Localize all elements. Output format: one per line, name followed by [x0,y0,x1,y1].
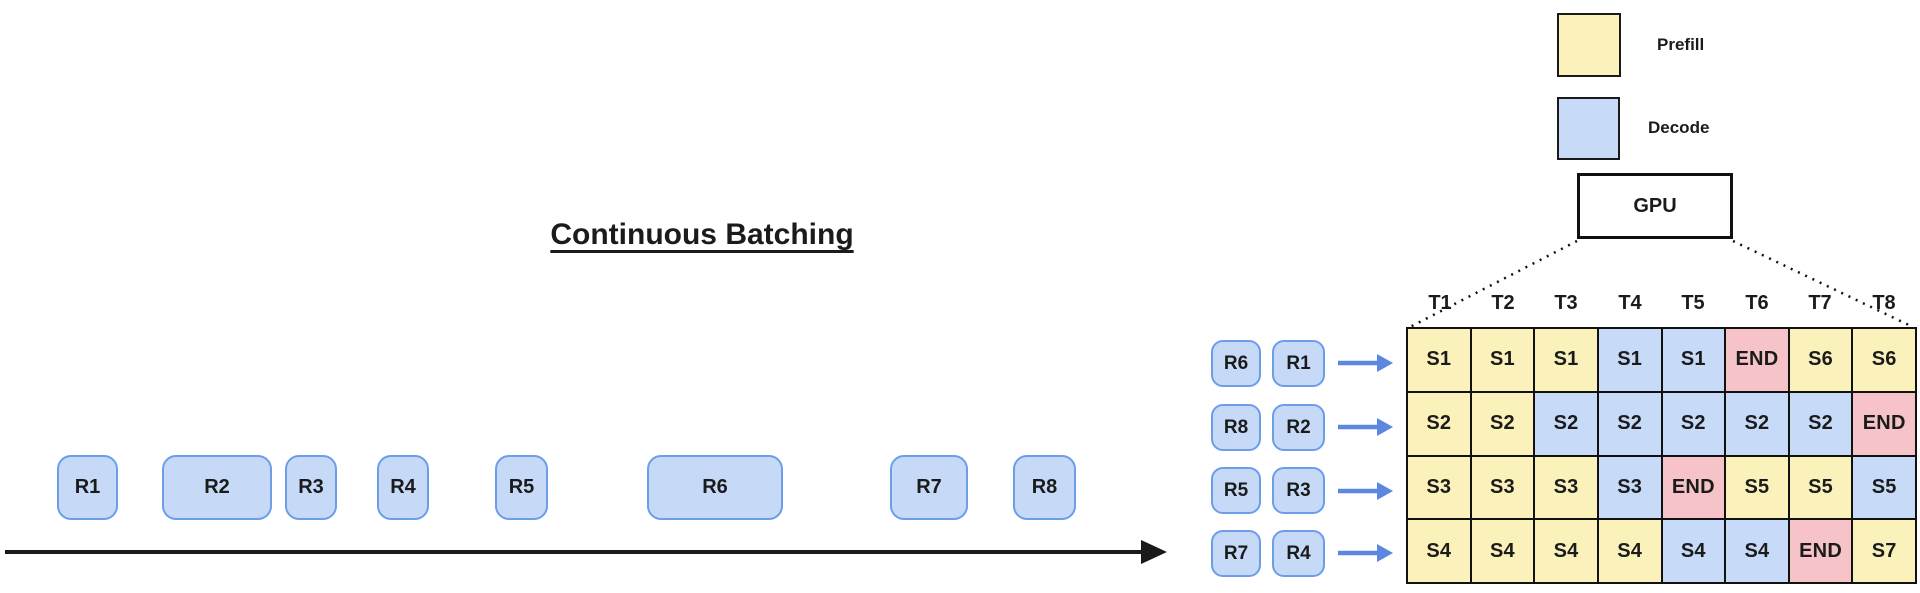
grid-cell: S1 [1534,328,1598,392]
grid-cell: S1 [1597,328,1662,392]
grid-cell: S2 [1597,391,1662,456]
grid-cell: S3 [1470,455,1535,520]
queue-arrow-head-icon [1377,544,1393,562]
timeline-axis-arrowhead-icon [1141,540,1167,564]
queue-box-inner: R2 [1272,404,1325,451]
gpu-schedule-grid: S1 S1 S1 S1 S1 END S6 S6 S2 S2 S2 S2 S2 … [1406,327,1917,584]
timeline-request-r4: R4 [377,455,429,520]
grid-cell: S7 [1852,519,1916,583]
grid-cell: S4 [1470,519,1535,583]
grid-cell: END [1661,455,1726,520]
grid-cell: S2 [1470,391,1535,456]
grid-cell: S5 [1852,455,1916,520]
legend-prefill-label: Prefill [1657,35,1705,54]
time-label-t6: T6 [1745,292,1769,314]
grid-cell: END [1788,519,1853,583]
timeline-request-r1: R1 [57,455,118,520]
queue-arrow-head-icon [1377,418,1393,436]
grid-cell: S1 [1661,328,1726,392]
time-label-t3: T3 [1554,292,1578,314]
gpu-label: GPU [1633,194,1677,217]
timeline-request-r7: R7 [890,455,968,520]
queue-box-outer: R5 [1211,467,1261,514]
grid-cell: S1 [1470,328,1535,392]
grid-cell: S4 [1534,519,1598,583]
grid-cell: S2 [1534,391,1598,456]
timeline-request-r8: R8 [1013,455,1076,520]
time-label-t8: T8 [1872,292,1896,314]
legend-decode-swatch [1557,97,1620,160]
timeline-request-r2: R2 [162,455,272,520]
timeline-request-r5: R5 [495,455,548,520]
grid-cell: S6 [1852,328,1916,392]
queue-arrow-head-icon [1377,354,1393,372]
queue-box-outer: R8 [1211,404,1261,451]
grid-cell: END [1725,328,1789,392]
legend-prefill-swatch [1557,13,1621,77]
queue-box-inner: R1 [1272,340,1325,387]
grid-cell: S4 [1725,519,1789,583]
gpu-box: GPU [1577,173,1733,239]
grid-cell: S2 [1407,391,1471,456]
queue-arrow-head-icon [1377,482,1393,500]
grid-cell: S3 [1407,455,1471,520]
grid-cell: END [1852,391,1916,456]
page-title: Continuous Batching [550,218,854,251]
queue-box-outer: R7 [1211,530,1261,577]
grid-cell: S5 [1788,455,1853,520]
timeline-request-r6: R6 [647,455,783,520]
queue-box-outer: R6 [1211,340,1261,387]
grid-cell: S4 [1407,519,1471,583]
time-label-t4: T4 [1618,292,1642,314]
time-label-t1: T1 [1428,292,1452,314]
grid-cell: S3 [1534,455,1598,520]
grid-cell: S5 [1725,455,1789,520]
time-label-t5: T5 [1681,292,1705,314]
timeline-request-r3: R3 [285,455,337,520]
time-label-t2: T2 [1491,292,1515,314]
grid-cell: S3 [1597,455,1662,520]
grid-cell: S6 [1788,328,1853,392]
grid-cell: S2 [1661,391,1726,456]
legend-decode-label: Decode [1648,118,1710,137]
grid-cell: S2 [1788,391,1853,456]
grid-cell: S4 [1661,519,1726,583]
queue-box-inner: R3 [1272,467,1325,514]
queue-box-inner: R4 [1272,530,1325,577]
grid-cell: S2 [1725,391,1789,456]
grid-cell: S4 [1597,519,1662,583]
time-label-t7: T7 [1808,292,1832,314]
grid-cell: S1 [1407,328,1471,392]
